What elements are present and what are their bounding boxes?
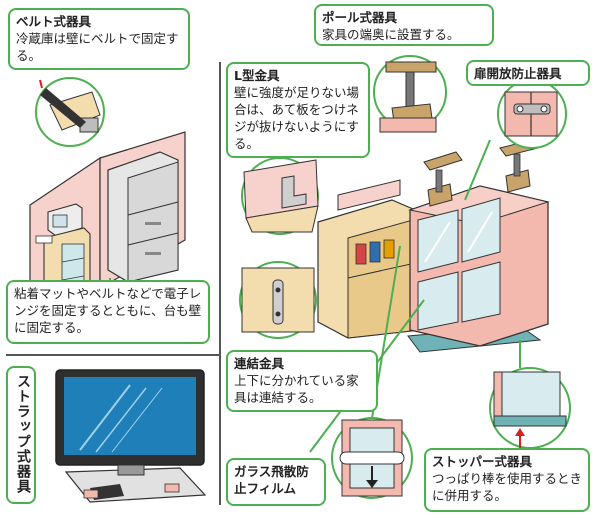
callout-connect: 連結金具 上下に分かれている家具は連結する。 bbox=[226, 350, 378, 412]
callout-pole-title: ポール式器具 bbox=[322, 10, 398, 25]
callout-connect-desc: 上下に分かれている家具は連結する。 bbox=[234, 373, 359, 405]
callout-stopper-title: ストッパー式器具 bbox=[432, 454, 533, 469]
callout-pole: ポール式器具 家具の端奥に設置する。 bbox=[314, 4, 494, 46]
callout-lbracket: L型金具 壁に強度が足りない場合は、あて板をつけネジが抜けないようにする。 bbox=[226, 62, 370, 158]
callout-door-title: 扉開放防止器具 bbox=[474, 66, 562, 81]
cabinet-scene bbox=[109, 55, 571, 499]
callout-mat-desc: 粘着マットやベルトなどで電子レンジを固定するとともに、台も壁に固定する。 bbox=[14, 286, 202, 335]
callout-glass: ガラス飛散防止フィルム bbox=[226, 458, 326, 506]
callout-pole-desc: 家具の端奥に設置する。 bbox=[322, 27, 460, 42]
tv-scene bbox=[55, 369, 207, 503]
callout-stopper-desc: つっぱり棒を使用するときに併用する。 bbox=[432, 471, 583, 503]
callout-stopper: ストッパー式器具 つっぱり棒を使用するときに併用する。 bbox=[424, 448, 590, 512]
callout-belt: ベルト式器具 冷蔵庫は壁にベルトで固定する。 bbox=[8, 8, 190, 70]
callout-door: 扉開放防止器具 bbox=[466, 60, 590, 86]
callout-lbracket-desc: 壁に強度が足りない場合は、あて板をつけネジが抜けないようにする。 bbox=[234, 85, 360, 151]
fridge-scene bbox=[29, 77, 186, 311]
callout-strap-title: ストラップ式器具 bbox=[15, 374, 31, 494]
callout-glass-title: ガラス飛散防止フィルム bbox=[234, 464, 309, 496]
callout-belt-title: ベルト式器具 bbox=[16, 14, 92, 29]
callout-belt-desc: 冷蔵庫は壁にベルトで固定する。 bbox=[16, 31, 179, 63]
callout-mat: 粘着マットやベルトなどで電子レンジを固定するとともに、台も壁に固定する。 bbox=[6, 280, 210, 344]
callout-strap: ストラップ式器具 bbox=[6, 366, 36, 504]
callout-lbracket-title: L型金具 bbox=[234, 68, 280, 83]
callout-connect-title: 連結金具 bbox=[234, 356, 285, 371]
